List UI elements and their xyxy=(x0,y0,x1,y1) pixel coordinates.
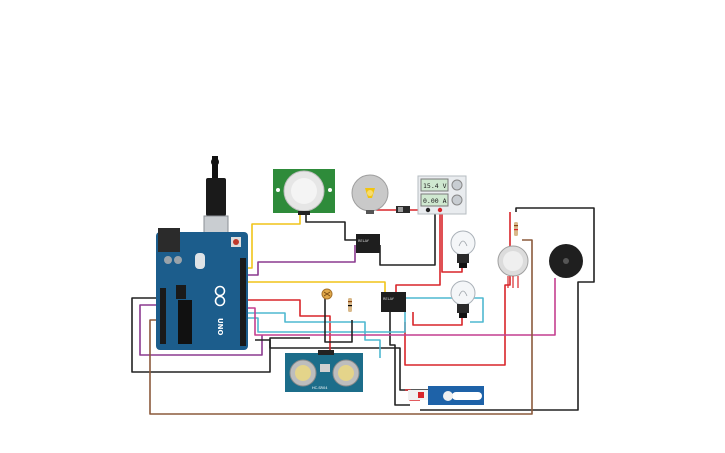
current-display xyxy=(420,193,449,207)
digital-header xyxy=(240,258,246,346)
wire-black-us[interactable] xyxy=(389,312,410,406)
wire-black-buzzer[interactable] xyxy=(420,207,595,411)
wire-red-bulb2[interactable] xyxy=(412,312,463,326)
relay-1[interactable]: RELAY xyxy=(356,234,380,253)
wire-red-bulb1[interactable] xyxy=(441,210,463,273)
slide-switch[interactable] xyxy=(396,206,410,213)
pir-mount-hole xyxy=(276,188,280,192)
buzzer-center-icon xyxy=(563,258,569,264)
wire-yellow-pir[interactable] xyxy=(246,212,301,269)
current-knob[interactable] xyxy=(451,194,463,206)
dc-motor[interactable] xyxy=(351,174,389,214)
wire-purple-relay1[interactable] xyxy=(246,245,356,276)
wire-purple-loop[interactable] xyxy=(139,304,263,356)
terminal-positive[interactable] xyxy=(437,207,443,213)
gas-sensor[interactable] xyxy=(497,245,529,288)
atmega-chip xyxy=(178,300,192,344)
wire-black-relay1[interactable] xyxy=(379,210,436,266)
ultrasonic-label: HC-SR04 xyxy=(312,386,328,390)
usb-plug xyxy=(206,178,226,216)
relay-2[interactable]: RELAY xyxy=(381,292,406,312)
current-readout: 0.00 A xyxy=(423,197,447,205)
servo-motor[interactable] xyxy=(408,386,484,405)
arduino-logo xyxy=(214,285,226,307)
power-supply[interactable]: 15.4 V 0.00 A xyxy=(417,175,467,215)
ultrasonic-sensor[interactable]: HC-SR04 xyxy=(285,350,363,392)
pir-sensor[interactable] xyxy=(273,169,335,215)
wire-red-us[interactable] xyxy=(246,299,331,352)
arduino-uno[interactable]: UNO xyxy=(156,156,248,350)
voltage-display xyxy=(420,178,449,192)
light-bulb-1[interactable] xyxy=(450,230,476,268)
resistor-1[interactable] xyxy=(348,298,352,312)
piezo-buzzer[interactable] xyxy=(549,244,583,278)
voltage-readout: 15.4 V xyxy=(423,182,447,190)
photoresistor[interactable] xyxy=(321,288,333,300)
wire-cyan-1[interactable] xyxy=(246,312,381,358)
board-model-label: UNO xyxy=(216,318,224,336)
icsp-header xyxy=(176,285,186,299)
terminal-negative[interactable] xyxy=(425,207,431,213)
power-header xyxy=(160,288,166,344)
capacitor xyxy=(164,256,172,264)
wire-black-pir[interactable] xyxy=(305,212,356,241)
resistor-2[interactable] xyxy=(514,222,518,236)
pir-mount-hole xyxy=(328,188,332,192)
servo-horn-icon xyxy=(443,391,453,401)
light-bulb-2[interactable] xyxy=(450,280,476,318)
wire-ldr-leads[interactable] xyxy=(324,298,353,343)
dc-jack xyxy=(158,228,180,252)
wire-magenta[interactable] xyxy=(246,278,556,336)
relay-2-label: RELAY xyxy=(383,297,395,301)
wire-yellow-ldr[interactable] xyxy=(246,281,386,298)
voltage-knob[interactable] xyxy=(451,179,463,191)
wire-black-gnd[interactable] xyxy=(131,297,310,373)
relay-1-label: RELAY xyxy=(358,239,370,243)
crystal xyxy=(195,253,205,269)
wire-cyan-2[interactable] xyxy=(246,297,484,333)
wire-red-supply[interactable] xyxy=(395,210,441,292)
capacitor xyxy=(174,256,182,264)
usb-cable-tip xyxy=(211,158,219,166)
wire-brown[interactable] xyxy=(149,239,533,415)
